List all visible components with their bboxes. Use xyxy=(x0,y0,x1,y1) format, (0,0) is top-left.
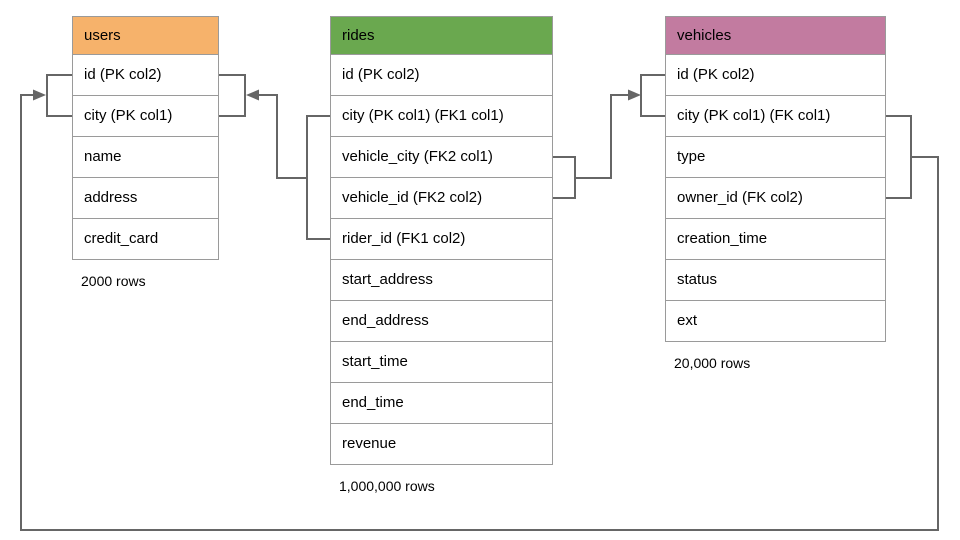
table-rides-header: rides xyxy=(330,16,553,55)
vehicles-column-ext: ext xyxy=(665,301,886,342)
table-vehicles-header: vehicles xyxy=(665,16,886,55)
table-users: users id (PK col2) city (PK col1) name a… xyxy=(72,16,219,289)
connector-rides-right-bracket xyxy=(553,156,576,199)
vehicles-column-status: status xyxy=(665,260,886,301)
connector-rides-left-bracket xyxy=(306,115,330,240)
arrowhead-rides-to-vehicles xyxy=(628,89,641,101)
connector-users-right-bracket xyxy=(219,74,246,117)
vehicles-column-creation-time: creation_time xyxy=(665,219,886,260)
table-rides: rides id (PK col2) city (PK col1) (FK1 c… xyxy=(330,16,553,494)
connector-rides-to-users-line xyxy=(259,94,307,179)
rides-column-end-address: end_address xyxy=(330,301,553,342)
rides-column-vehicle-id: vehicle_id (FK2 col2) xyxy=(330,178,553,219)
users-column-credit-card: credit_card xyxy=(72,219,219,260)
vehicles-column-id: id (PK col2) xyxy=(665,55,886,96)
rides-column-end-time: end_time xyxy=(330,383,553,424)
users-column-name: name xyxy=(72,137,219,178)
rides-row-count: 1,000,000 rows xyxy=(339,478,435,494)
connector-vehicles-left-bracket xyxy=(640,74,665,117)
rides-column-revenue: revenue xyxy=(330,424,553,465)
connector-vehicles-right-bracket xyxy=(886,115,912,199)
table-vehicles: vehicles id (PK col2) city (PK col1) (FK… xyxy=(665,16,886,371)
rides-column-city: city (PK col1) (FK1 col1) xyxy=(330,96,553,137)
connector-rides-to-vehicles-line xyxy=(575,94,628,179)
users-column-id: id (PK col2) xyxy=(72,55,219,96)
rides-column-start-time: start_time xyxy=(330,342,553,383)
rides-column-vehicle-city: vehicle_city (FK2 col1) xyxy=(330,137,553,178)
users-column-city: city (PK col1) xyxy=(72,96,219,137)
vehicles-row-count: 20,000 rows xyxy=(674,355,751,371)
rides-column-start-address: start_address xyxy=(330,260,553,301)
users-column-address: address xyxy=(72,178,219,219)
table-users-header: users xyxy=(72,16,219,55)
users-row-count: 2000 rows xyxy=(81,273,146,289)
arrowhead-vehicles-to-users xyxy=(33,89,46,101)
vehicles-column-owner-id: owner_id (FK col2) xyxy=(665,178,886,219)
arrowhead-rides-to-users xyxy=(246,89,259,101)
rides-column-rider-id: rider_id (FK1 col2) xyxy=(330,219,553,260)
vehicles-column-city: city (PK col1) (FK col1) xyxy=(665,96,886,137)
rides-column-id: id (PK col2) xyxy=(330,55,553,96)
vehicles-column-type: type xyxy=(665,137,886,178)
connector-users-left-bracket xyxy=(46,74,72,117)
